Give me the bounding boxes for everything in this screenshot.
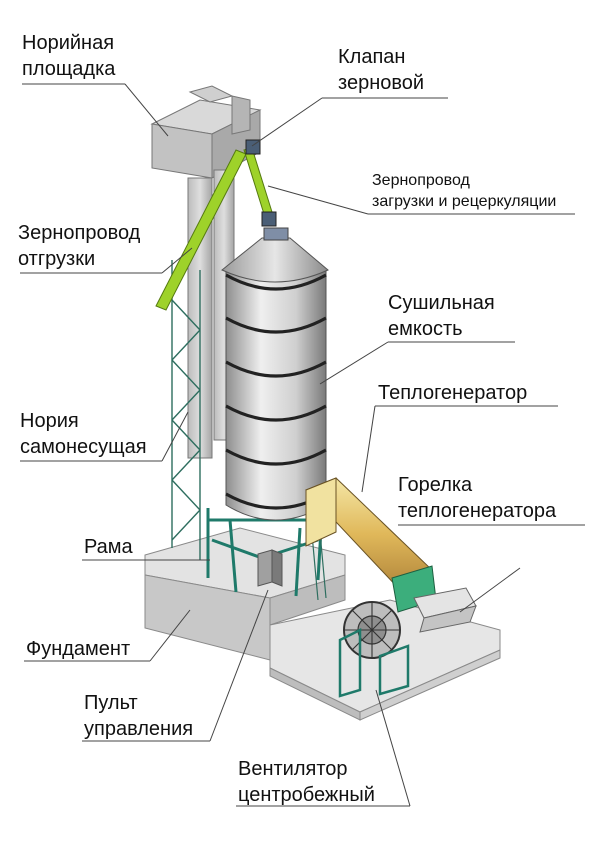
label-loading-pipe-line2: загрузки и рецеркуляции bbox=[372, 193, 557, 210]
label-noria-platform-line2: площадка bbox=[22, 58, 116, 80]
label-fan-line1: Вентилятор bbox=[238, 758, 348, 780]
label-grain-valve-line1: Клапан bbox=[338, 46, 406, 68]
label-control-panel-line1: Пульт bbox=[84, 692, 138, 714]
label-control-panel-line2: управления bbox=[84, 718, 194, 740]
burner-hood bbox=[413, 587, 477, 633]
label-fan-line2: центробежный bbox=[238, 784, 375, 806]
noria-head-platform bbox=[150, 85, 262, 179]
label-noria-platform: Норийная площадка bbox=[22, 30, 115, 82]
control-panel-box bbox=[257, 549, 283, 587]
loading-pipe bbox=[243, 139, 277, 227]
label-frame: Рама bbox=[84, 534, 133, 560]
label-foundation: Фундамент bbox=[26, 636, 130, 662]
label-shipping-pipe-line1: Зернопровод bbox=[18, 222, 141, 244]
label-loading-pipe: Зернопровод загрузки и рецеркуляции bbox=[372, 170, 556, 212]
label-drying-tank: Сушильная емкость bbox=[388, 290, 495, 342]
label-grain-valve-line2: зерновой bbox=[338, 72, 425, 94]
label-fan: Вентилятор центробежный bbox=[238, 756, 375, 808]
label-loading-pipe-line1: Зернопровод bbox=[372, 172, 470, 189]
label-noria-line2: самонесущая bbox=[20, 436, 147, 458]
label-noria: Нория самонесущая bbox=[20, 408, 147, 460]
label-burner: Горелка теплогенератора bbox=[398, 472, 556, 524]
label-burner-line1: Горелка bbox=[398, 474, 473, 496]
label-shipping-pipe-line2: отгрузки bbox=[18, 248, 96, 270]
label-noria-line1: Нория bbox=[20, 410, 79, 432]
label-shipping-pipe: Зернопровод отгрузки bbox=[18, 220, 140, 272]
label-burner-line2: теплогенератора bbox=[398, 500, 557, 522]
label-drying-tank-line1: Сушильная bbox=[388, 292, 495, 314]
label-heat-generator-line1: Теплогенератор bbox=[378, 382, 528, 404]
label-control-panel: Пульт управления bbox=[84, 690, 193, 742]
label-drying-tank-line2: емкость bbox=[388, 318, 463, 340]
label-grain-valve: Клапан зерновой bbox=[338, 44, 424, 96]
label-heat-generator: Теплогенератор bbox=[378, 380, 527, 406]
drying-tank bbox=[221, 227, 329, 521]
noria-lattice bbox=[171, 260, 201, 560]
label-frame-line1: Рама bbox=[84, 536, 133, 558]
centrifugal-fan bbox=[338, 601, 410, 698]
leader-lines bbox=[20, 83, 585, 807]
label-foundation-line1: Фундамент bbox=[26, 638, 131, 660]
heat-generator-body bbox=[305, 477, 437, 613]
label-noria-platform-line1: Норийная bbox=[22, 32, 115, 54]
